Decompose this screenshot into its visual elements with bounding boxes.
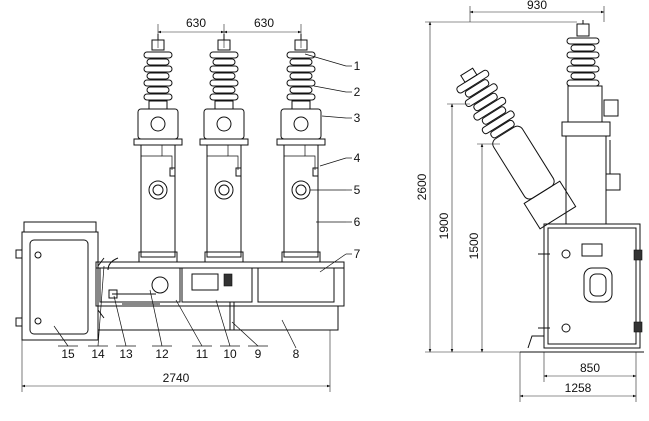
pole-1 <box>133 34 183 263</box>
callout-number-1: 1 <box>354 59 361 73</box>
height-dimensions: 2600 1900 1500 <box>415 21 577 353</box>
bottom-dimension: 2740 <box>21 330 331 392</box>
callout-number-10: 10 <box>223 347 237 361</box>
callout-number-11: 11 <box>196 347 209 361</box>
callout-number-7: 7 <box>354 247 361 261</box>
inclined-bushing <box>456 67 577 230</box>
callout-number-4: 4 <box>354 151 361 165</box>
callout-3: 3 <box>321 111 361 125</box>
dim-label-630-right: 630 <box>254 16 274 30</box>
callout-12: 12 <box>149 289 172 361</box>
dim-label-2600: 2600 <box>415 173 429 200</box>
dim-label-630-left: 630 <box>186 16 206 30</box>
callout-1: 1 <box>304 53 361 73</box>
inclined-sheds <box>456 69 515 139</box>
callout-6: 6 <box>316 215 361 229</box>
bottom-dimensions: 850 1258 <box>519 352 637 402</box>
dim-label-2740: 2740 <box>163 371 190 385</box>
callout-2: 2 <box>313 85 361 99</box>
callout-4: 4 <box>319 151 361 167</box>
dim-label-1258: 1258 <box>565 381 592 395</box>
callout-number-14: 14 <box>91 347 105 361</box>
side-cabinet <box>520 223 644 353</box>
callout-11: 11 <box>175 299 212 361</box>
bushing-sheds <box>566 37 600 87</box>
callout-8: 8 <box>281 319 300 361</box>
callout-number-15: 15 <box>61 347 75 361</box>
callout-number-6: 6 <box>354 215 361 229</box>
top-dimension: 630 630 <box>157 16 302 48</box>
dim-label-1500: 1500 <box>467 232 481 259</box>
dim-label-1900: 1900 <box>437 212 451 239</box>
base-frame <box>95 257 345 331</box>
callout-number-9: 9 <box>255 347 262 361</box>
pole-2 <box>199 34 249 263</box>
front-view: 630 630 <box>15 16 361 392</box>
callout-5: 5 <box>310 183 361 197</box>
callout-number-2: 2 <box>354 85 361 99</box>
callout-number-3: 3 <box>354 111 361 125</box>
callout-14: 14 <box>88 265 108 361</box>
callout-9: 9 <box>231 321 268 361</box>
side-view: 930 <box>415 0 644 402</box>
callout-13: 13 <box>113 295 136 361</box>
callout-number-13: 13 <box>119 347 133 361</box>
pole-3 <box>276 34 326 263</box>
pole-columns <box>133 34 326 263</box>
vertical-bushing <box>561 20 621 225</box>
callout-number-5: 5 <box>354 183 361 197</box>
dim-label-930: 930 <box>527 0 547 12</box>
dim-label-850: 850 <box>580 361 600 375</box>
callout-number-8: 8 <box>293 347 300 361</box>
callout-7: 7 <box>319 247 361 273</box>
callout-10: 10 <box>215 299 240 361</box>
control-cabinet <box>15 221 99 341</box>
callout-number-12: 12 <box>155 347 169 361</box>
callout-15: 15 <box>53 325 78 361</box>
